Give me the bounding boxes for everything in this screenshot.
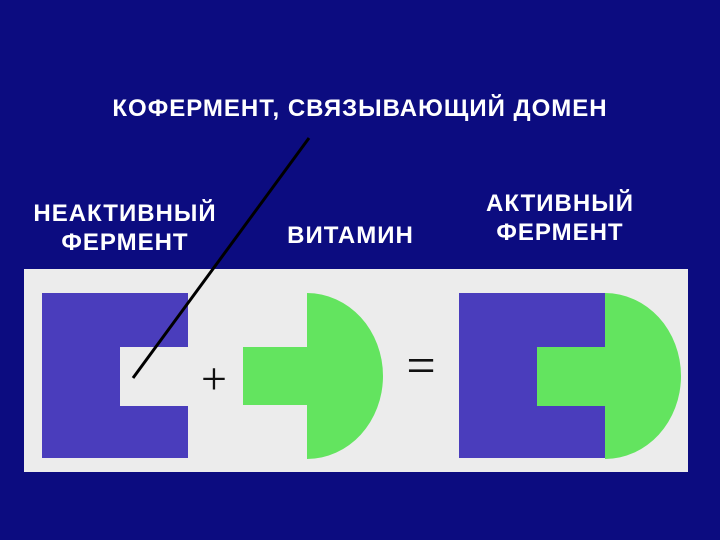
- active-enzyme-vitamin: [537, 293, 681, 459]
- active-enzyme-label: АКТИВНЫЙ ФЕРМЕНТ: [486, 190, 634, 246]
- title-label: КОФЕРМЕНТ, СВЯЗЫВАЮЩИЙ ДОМЕН: [112, 95, 608, 122]
- vitamin-shape: [243, 293, 383, 459]
- pointer-line: [131, 137, 311, 379]
- equals-sign: =: [406, 338, 435, 395]
- plus-sign: +: [201, 353, 227, 404]
- inactive-enzyme-label: НЕАКТИВНЫЙ ФЕРМЕНТ: [33, 200, 217, 256]
- vitamin-label: ВИТАМИН: [287, 222, 414, 249]
- active-enzyme-body: [459, 293, 605, 458]
- inactive-enzyme-shape: [42, 293, 188, 458]
